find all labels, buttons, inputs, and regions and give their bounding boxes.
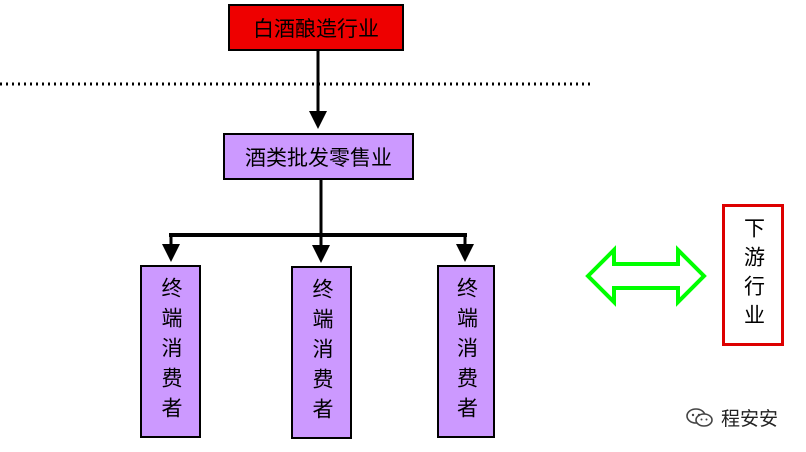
wechat-icon xyxy=(686,407,713,427)
downstream-industry-label: 下游行业 xyxy=(722,204,784,346)
watermark: 程安安 xyxy=(685,404,778,431)
consumer-node-3: 终端消费者 xyxy=(437,265,495,438)
top-node-liquor-brewing: 白酒酿造行业 xyxy=(228,4,404,51)
middle-node-wholesale-retail: 酒类批发零售业 xyxy=(223,133,414,180)
watermark-text: 程安安 xyxy=(721,408,779,430)
consumer-node-2: 终端消费者 xyxy=(291,266,352,439)
double-headed-arrow xyxy=(585,245,707,307)
consumer-node-1: 终端消费者 xyxy=(140,265,201,438)
